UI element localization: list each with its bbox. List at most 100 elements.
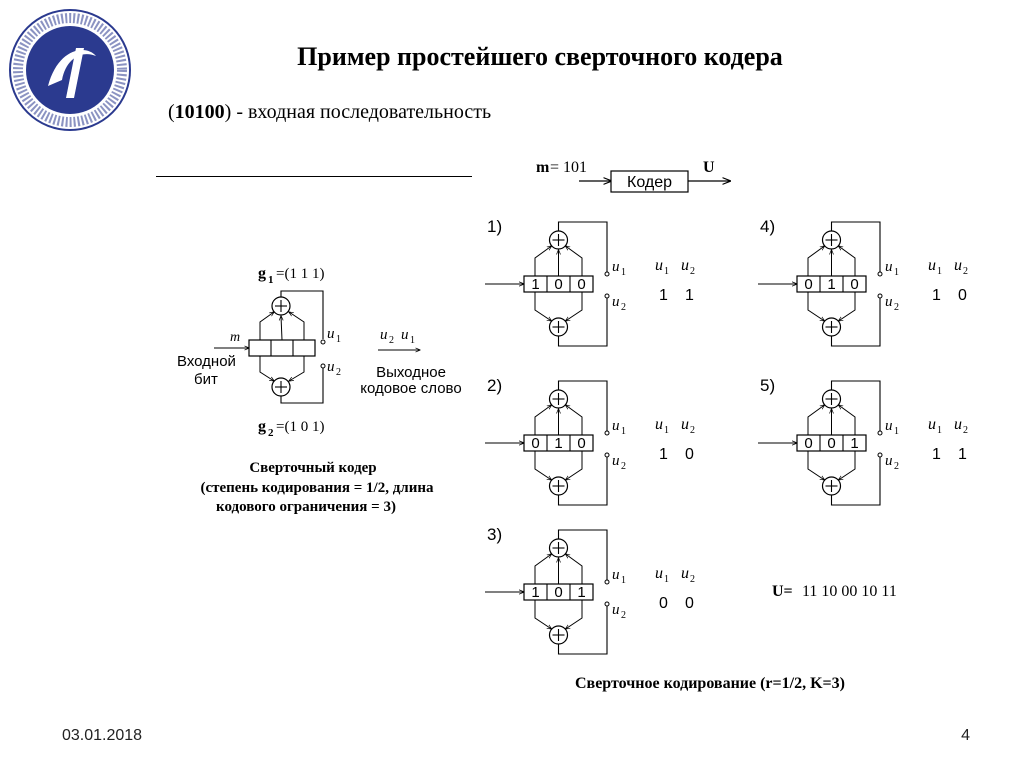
step-label: 1) [487,217,502,236]
input-label-line1: Входной [177,353,236,370]
example-caption-line3: кодового ограничения = 3) [216,499,396,515]
svg-text:2: 2 [894,461,899,472]
svg-text:u: u [928,257,936,274]
encoder-block-diagram: m = 101 Кодер U [536,159,730,193]
register-bit: 0 [850,276,858,293]
svg-text:1: 1 [937,266,942,277]
svg-text:1: 1 [621,267,626,278]
g2-sub: 2 [268,427,274,439]
register-bit: 0 [804,276,812,293]
svg-text:2: 2 [621,610,626,621]
output-label-line2: кодовое слово [360,380,461,397]
svg-text:u: u [954,416,962,433]
subtitle-text: ) - входная последовательность [224,101,492,123]
output-u2: 1 [958,446,967,463]
register-bit: 0 [554,584,562,601]
register-bit: 0 [577,276,585,293]
svg-text:1: 1 [336,334,341,345]
g1-sub: 1 [268,274,274,286]
svg-text:u: u [885,453,893,469]
g1-value: =(1 1 1) [276,266,324,282]
example-caption-line1: Сверточный кодер [249,460,376,476]
svg-text:u: u [928,416,936,433]
block-m-value: = 101 [550,159,587,176]
svg-text:1: 1 [621,575,626,586]
svg-text:u: u [655,257,663,274]
output-u1: 1 [932,287,941,304]
svg-text:2: 2 [621,461,626,472]
register-bit: 0 [531,435,539,452]
output-u2: 0 [685,595,694,612]
step-label: 4) [760,217,775,236]
register-bit: 1 [531,584,539,601]
divider-line [156,176,472,177]
register-bit: 0 [804,435,812,452]
slide-date: 03.01.2018 [62,727,143,744]
output-u1: 1 [932,446,941,463]
svg-text:2: 2 [690,266,695,277]
svg-text:u: u [612,259,620,275]
encoder-box-label: Кодер [627,174,672,191]
svg-text:1: 1 [894,267,899,278]
svg-text:1: 1 [664,425,669,436]
svg-text:1: 1 [894,426,899,437]
shift-register [248,339,316,357]
svg-text:u: u [655,565,663,582]
example-input-symbol: m [230,330,240,345]
svg-text:1: 1 [937,425,942,436]
output-u1: 1 [659,287,668,304]
block-m-label: m [536,159,550,176]
output-u1: 1 [659,446,668,463]
encoded-result: U= 11 10 00 10 11 [772,583,897,600]
input-sequence-value: 10100 [174,101,225,123]
register-bit: 0 [577,435,585,452]
svg-text:u: u [885,418,893,434]
input-sequence-line: (10100) - входная последовательность [168,101,491,124]
svg-text:u: u [612,418,620,434]
input-label-line2: бит [194,371,218,388]
svg-text:1: 1 [621,426,626,437]
register-bit: 1 [827,276,835,293]
svg-text:u: u [655,416,663,433]
register-bit: 0 [554,276,562,293]
output-u2: 1 [685,287,694,304]
svg-text:2: 2 [621,302,626,313]
svg-text:2: 2 [389,335,394,346]
svg-text:2: 2 [963,425,968,436]
g2-value: =(1 0 1) [276,419,324,435]
svg-text:u: u [612,294,620,310]
step-label: 2) [487,376,502,395]
svg-text:1: 1 [410,335,415,346]
svg-text:u: u [401,327,409,343]
svg-text:u: u [681,565,689,582]
subtitle-open: ( [168,101,175,123]
block-out-label: U [703,159,715,176]
output-u1: 0 [659,595,668,612]
bottom-caption: Сверточное кодирование (r=1/2, K=3) [575,675,845,692]
university-logo [8,8,132,132]
svg-text:u: u [681,257,689,274]
svg-text:2: 2 [690,574,695,585]
svg-text:u: u [681,416,689,433]
slide-title: Пример простейшего сверточного кодера [297,42,783,71]
svg-text:1: 1 [664,266,669,277]
svg-text:u: u [612,453,620,469]
svg-text:1: 1 [664,574,669,585]
svg-text:u: u [885,259,893,275]
example-caption-line2: (степень кодирования = 1/2, длина [200,480,434,496]
register-bit: 1 [577,584,585,601]
svg-text:2: 2 [894,302,899,313]
output-u2: 0 [685,446,694,463]
svg-text:u: u [327,359,335,375]
svg-text:2: 2 [336,367,341,378]
result-label: U= [772,583,793,600]
register-bit: 0 [827,435,835,452]
svg-text:u: u [954,257,962,274]
